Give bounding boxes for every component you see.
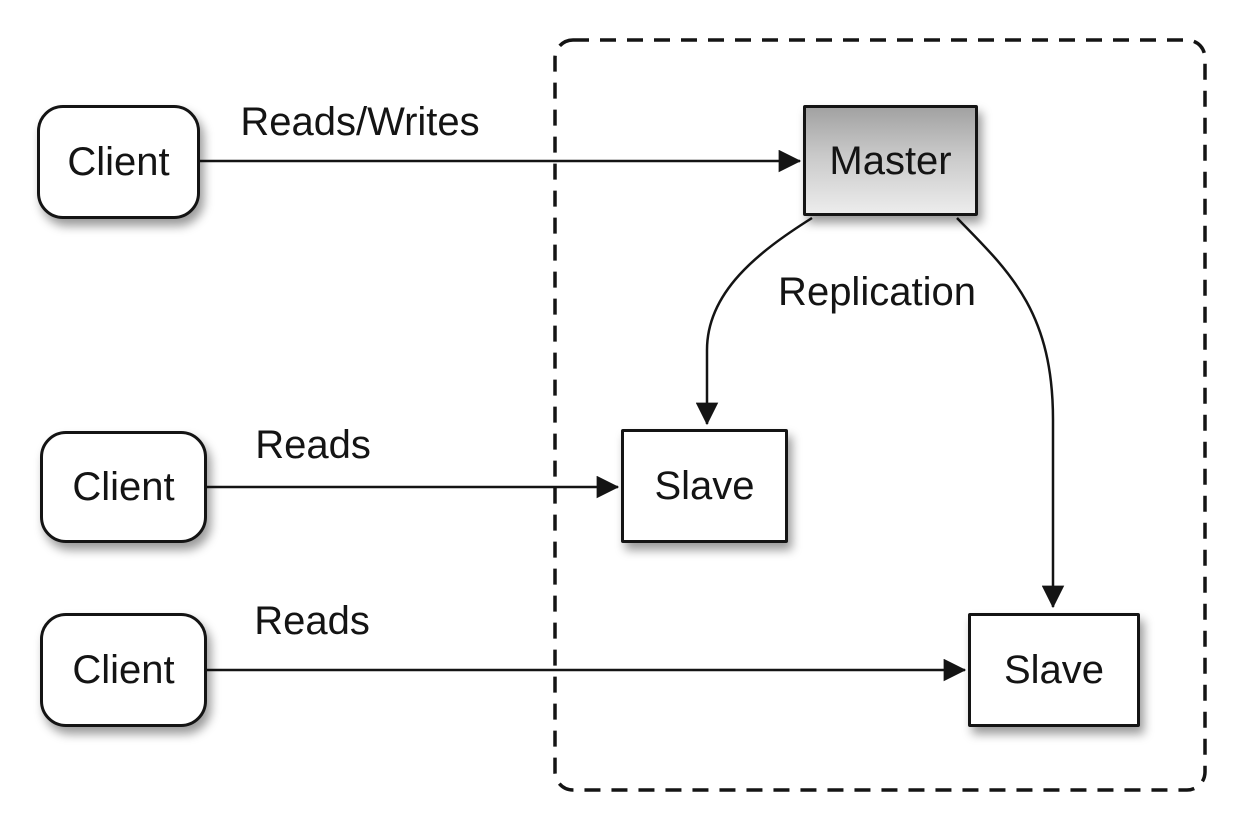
edge-label-reads-slave2: Reads <box>254 599 370 643</box>
edge-label-replication: Replication <box>778 270 976 314</box>
client-node-3-label: Client <box>72 648 175 692</box>
master-node-label: Master <box>829 138 952 183</box>
client-node-2: Client <box>40 431 207 543</box>
client-node-3: Client <box>40 613 207 727</box>
slave-node-1: Slave <box>621 429 788 543</box>
slave-node-2-label: Slave <box>1003 648 1105 692</box>
edge-label-reads-slave1: Reads <box>255 423 371 467</box>
slave-node-2: Slave <box>968 613 1140 727</box>
client-node-2-label: Client <box>72 465 175 509</box>
edge-label-reads-writes: Reads/Writes <box>240 100 480 144</box>
slave-node-1-label: Slave <box>654 464 755 508</box>
client-node-1-label: Client <box>67 140 170 184</box>
client-node-1: Client <box>37 105 200 219</box>
master-node: Master <box>803 105 978 216</box>
edge-master-slave1-replication <box>695 216 813 426</box>
